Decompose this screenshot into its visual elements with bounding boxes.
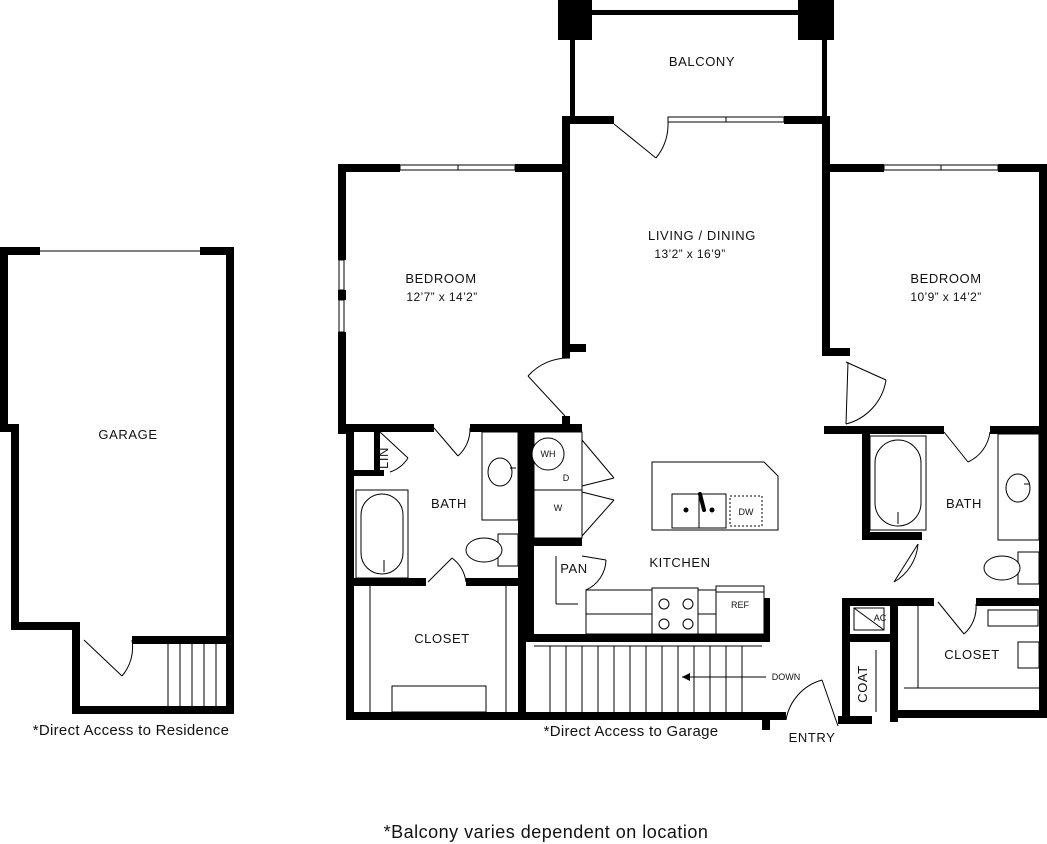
balcony-footnote: *Balcony varies dependent on location (384, 822, 709, 842)
garage-access-note: *Direct Access to Residence (33, 722, 230, 739)
bedroom-left-dims: 12’7” x 14’2” (406, 290, 477, 304)
linen-label: LIN (376, 447, 391, 469)
residence-access-note: *Direct Access to Garage (544, 723, 719, 740)
living-dining-label: LIVING / DINING (648, 228, 756, 243)
dishwasher-label: DW (739, 507, 754, 517)
water-heater-label: WH (541, 449, 556, 459)
closet-right-label: CLOSET (944, 647, 1000, 662)
fixtures (355, 431, 1040, 713)
bedroom-right-dims: 10’9” x 14’2” (910, 290, 981, 304)
bath-right-label: BATH (946, 496, 982, 511)
washer-label: W (554, 503, 563, 513)
coat-label: COAT (855, 665, 870, 703)
garage-structure (0, 247, 234, 714)
balcony-label: BALCONY (669, 54, 735, 69)
main-stairs (534, 645, 766, 712)
refrigerator-label: REF (731, 600, 750, 610)
bath-left-label: BATH (431, 496, 467, 511)
ac-label: AC (874, 613, 887, 623)
kitchen-label: KITCHEN (649, 555, 710, 570)
garage-label: GARAGE (98, 427, 157, 442)
balcony-structure (558, 0, 834, 120)
bedroom-left-label: BEDROOM (405, 271, 476, 286)
entry-label: ENTRY (789, 730, 836, 745)
dryer-label: D (563, 473, 570, 483)
pantry-label: PAN (560, 561, 588, 576)
bedroom-right-label: BEDROOM (910, 271, 981, 286)
unit-walls (338, 116, 1047, 730)
living-dining-dims: 13’2” x 16’9” (654, 247, 725, 261)
stairs-down-label: DOWN (772, 672, 801, 682)
closet-left-label: CLOSET (414, 631, 470, 646)
garage-stairs (167, 644, 217, 706)
